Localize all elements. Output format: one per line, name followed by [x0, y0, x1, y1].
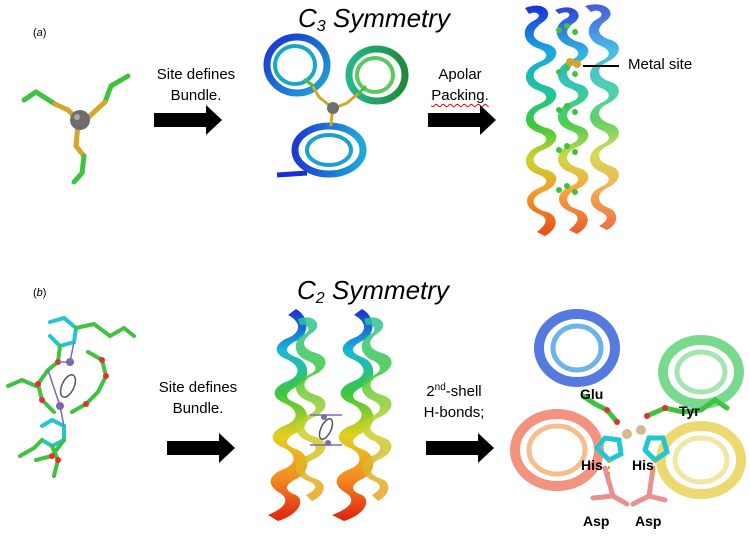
panel-a-step2-label: Apolar Packing. [431, 66, 489, 104]
c3-helical-bundle-top-view [263, 33, 409, 178]
residue-label-asp-left: Asp [583, 513, 610, 529]
residue-label-asp-right: Asp [635, 513, 662, 529]
c3-metal-site-model [21, 73, 131, 185]
panel-a-label: (a) [33, 27, 47, 39]
c3-helical-bundle-side-view [524, 4, 619, 236]
metal-site-label: Metal site [628, 56, 693, 73]
panel-a-arrow-1 [154, 105, 222, 135]
c2-four-helix-bundle [268, 309, 392, 521]
panel-b-step2-label: 2nd-shell H-bonds; [423, 382, 485, 421]
panel-b-arrow-1 [167, 433, 235, 463]
residue-label-tyr: Tyr [679, 403, 700, 419]
c2-second-shell-site-model [510, 309, 746, 507]
panel-a-step1-label: Site defines Bundle. [156, 66, 236, 104]
residue-label-his-left: His [581, 457, 603, 473]
panel-a-title: C3 Symmetry [298, 3, 450, 35]
residue-label-glu: Glu [580, 386, 604, 402]
metal-site-pointer-line [583, 65, 619, 67]
panel-b-label: (b) [33, 287, 47, 299]
panel-b-step1-label: Site defines Bundle. [158, 379, 238, 417]
panel-a-arrow-2 [428, 105, 496, 135]
residue-label-his-right: His [632, 457, 654, 473]
panel-b-arrow-2 [426, 433, 494, 463]
panel-b-title: C2 Symmetry [297, 275, 449, 307]
c2-dimetal-site-model [6, 315, 136, 478]
